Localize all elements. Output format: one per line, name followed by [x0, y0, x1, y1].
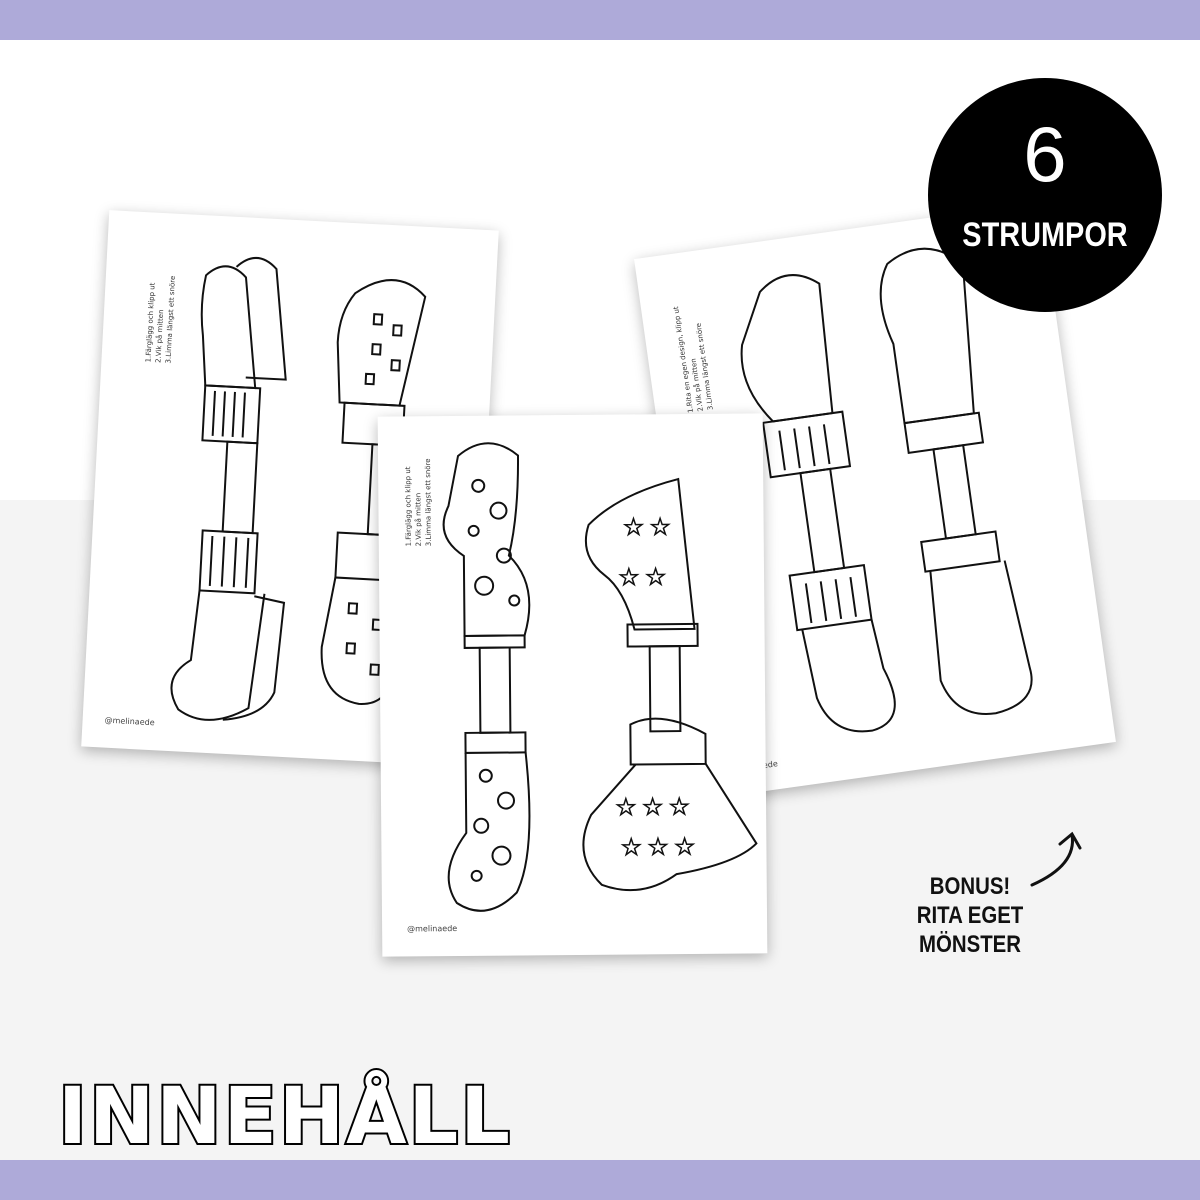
bonus-line: BONUS!	[929, 873, 1011, 900]
svg-text:★ ★ ★: ★ ★ ★	[621, 835, 694, 861]
sheet-dots-stars-socks: ★ ★ ★ ★ ★ ★ ★ ★ ★ ★ 1.Färglägg och klipp…	[377, 413, 768, 957]
sheet-blank-socks: 1.Rita en egen design, klipp ut 2.Vik på…	[634, 202, 1116, 799]
bonus-line: MÖNSTER	[919, 931, 1021, 958]
page-title: INNEHÅLL	[56, 1070, 512, 1164]
sock-stars-bottom: ★ ★ ★ ★ ★ ★	[582, 717, 758, 892]
count-badge: 6 STRUMPOR	[928, 78, 1162, 312]
instruction-step: 3.Limma längst ett snöre	[424, 458, 433, 547]
svg-text:★ ★: ★ ★	[624, 515, 671, 540]
bottom-band	[0, 1160, 1200, 1200]
bonus-line: RITA EGET	[916, 902, 1024, 929]
sock-illustration	[740, 247, 1033, 733]
curved-arrow-icon	[1030, 831, 1082, 887]
sock-dots-bottom	[447, 731, 531, 912]
author-handle: @melinaede	[407, 924, 458, 934]
bonus-note: BONUS! RITA EGET MÖNSTER	[894, 872, 1047, 959]
badge-label: STRUMPOR	[962, 216, 1128, 254]
svg-text:★ ★ ★: ★ ★ ★	[616, 795, 689, 821]
instructions: 1.Färglägg och klipp ut 2.Vik på mitten …	[143, 274, 178, 364]
svg-text:★ ★: ★ ★	[619, 565, 666, 590]
sock-pair-scallop-top	[200, 256, 287, 445]
instructions: 1.Färglägg och klipp ut 2.Vik på mitten …	[403, 458, 434, 546]
instruction-step: 1.Färglägg och klipp ut	[404, 466, 413, 547]
sock-pair-scallop-bottom	[170, 529, 286, 721]
top-band	[0, 0, 1200, 40]
sock-stars-top: ★ ★ ★ ★	[584, 477, 699, 648]
sock-dots-top	[442, 442, 531, 649]
badge-number: 6	[1023, 110, 1067, 198]
sock-illustration: ★ ★ ★ ★ ★ ★ ★ ★ ★ ★	[442, 442, 758, 912]
